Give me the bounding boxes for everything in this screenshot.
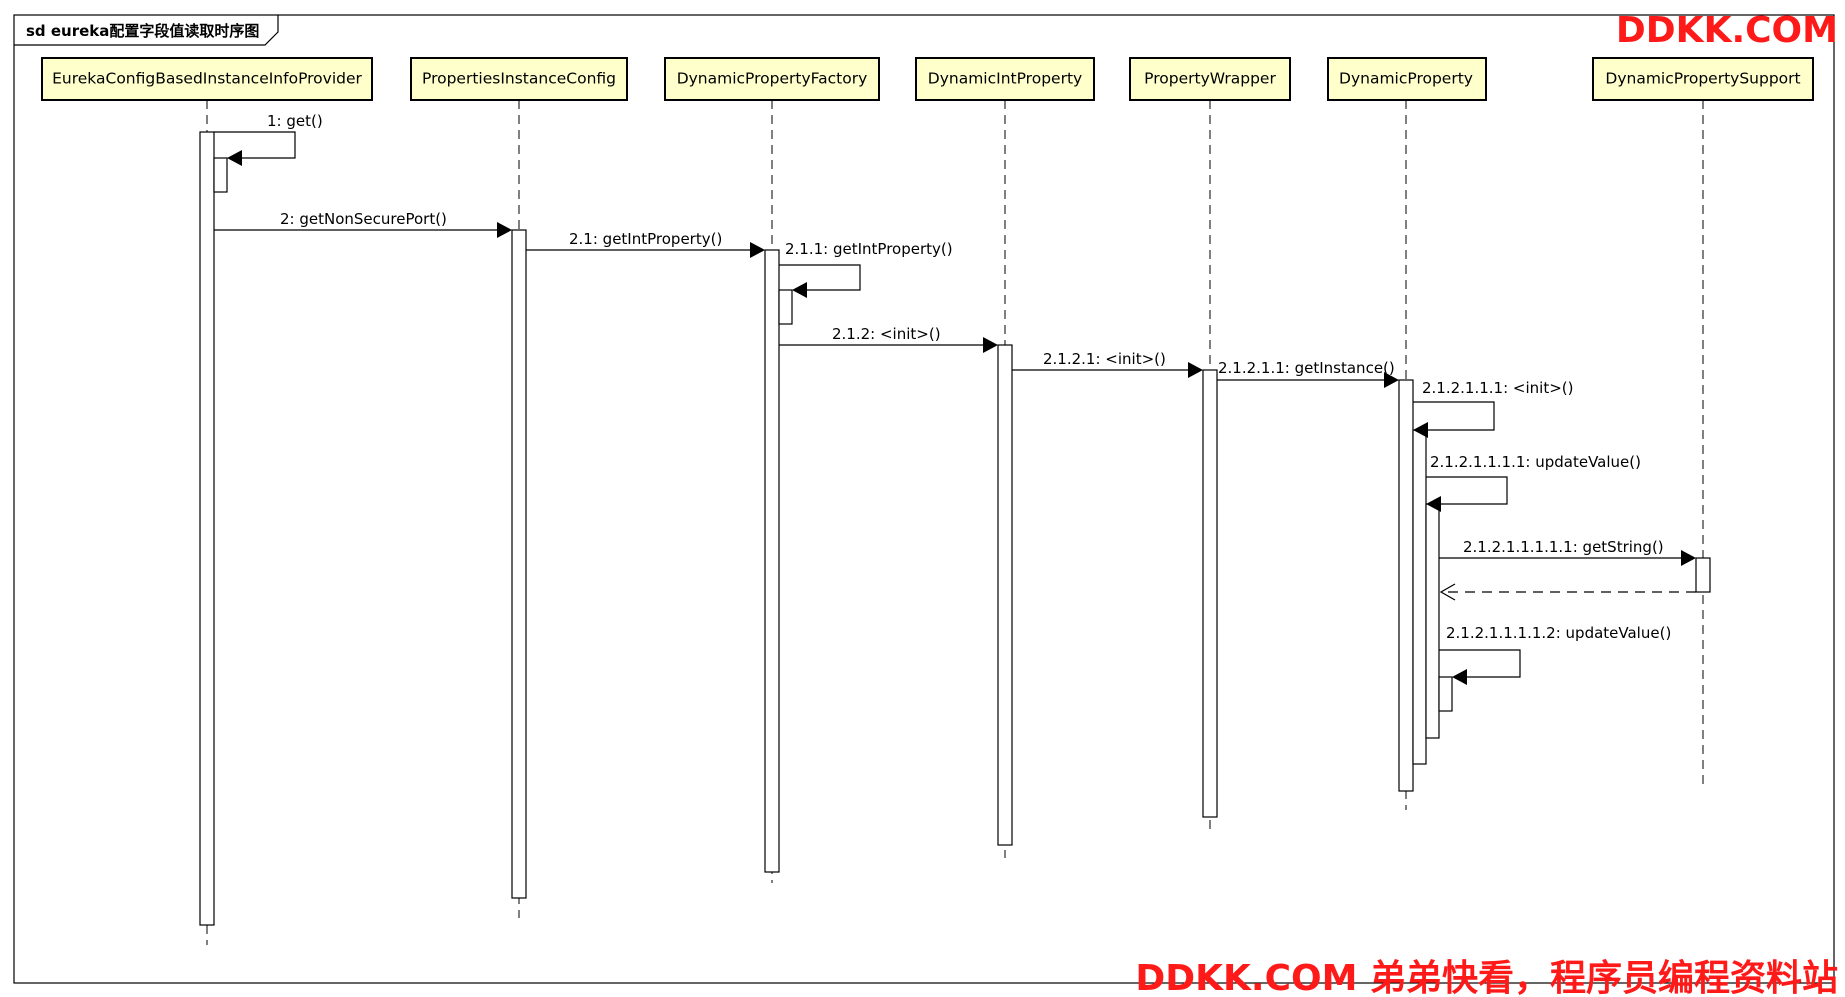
message-2-1-2-1-1-1-1-2: 2.1.2.1.1.1.1.2: updateValue() (1439, 624, 1671, 685)
lifeline-box-eureka[interactable] (41, 57, 373, 101)
activation-props (511, 229, 527, 899)
activation-factory (764, 249, 780, 873)
lifeline-label-wrapper: PropertyWrapper (1144, 70, 1276, 88)
message-return (1439, 583, 1696, 601)
lifeline-intprop: DynamicIntProperty (915, 57, 1095, 858)
activation-wrapper (1202, 369, 1218, 818)
lifeline-label-support: DynamicPropertySupport (1605, 70, 1800, 88)
lifeline-dynprop: DynamicProperty (1327, 57, 1487, 810)
lifeline-label-factory: DynamicPropertyFactory (677, 70, 868, 88)
message-label: 2.1.2.1.1.1.1: updateValue() (1430, 453, 1641, 471)
lifeline-box-props[interactable] (410, 57, 628, 101)
activation-dynprop-init (1412, 429, 1427, 765)
message-2-1-2-1-1-1-1-1: 2.1.2.1.1.1.1.1: getString() (1439, 538, 1696, 566)
lifeline-box-wrapper[interactable] (1129, 57, 1291, 101)
activation-factory-getintproperty (778, 289, 793, 325)
lifeline-box-support[interactable] (1592, 57, 1814, 101)
activation-intprop (997, 344, 1013, 846)
message-label: 2.1.2.1.1.1: <init>() (1422, 379, 1574, 397)
message-label: 2.1.2: <init>() (832, 325, 941, 343)
activations (199, 131, 1711, 926)
message-1: 1: get() (214, 112, 323, 166)
lifelines: EurekaConfigBasedInstanceInfoProvider Pr… (41, 57, 1814, 945)
lifeline-box-dynprop[interactable] (1327, 57, 1487, 101)
lifeline-props: PropertiesInstanceConfig (410, 57, 628, 918)
diagram-frame: sd eureka配置字段值读取时序图 (13, 14, 1835, 984)
message-2-1-2-1-1: 2.1.2.1.1: getInstance() (1217, 359, 1399, 388)
lifeline-support: DynamicPropertySupport (1592, 57, 1814, 786)
message-2-1-1: 2.1.1: getIntProperty() (779, 240, 953, 298)
message-label: 2.1.2.1.1: getInstance() (1218, 359, 1395, 377)
activation-dynprop-updatevalue (1425, 503, 1440, 739)
watermark-top: DDKK.COM (1616, 10, 1838, 51)
message-label: 2.1.2.1.1.1.1.1: getString() (1463, 538, 1664, 556)
message-2-1-2-1-1-1-1: 2.1.2.1.1.1.1: updateValue() (1426, 453, 1641, 512)
lifeline-box-factory[interactable] (664, 57, 880, 101)
messages: 1: get() 2: getNonSecurePort() 2.1: getI… (214, 112, 1696, 685)
frame-title: sd eureka配置字段值读取时序图 (26, 22, 259, 40)
message-2-1-2-1-1-1: 2.1.2.1.1.1: <init>() (1413, 379, 1574, 438)
activation-support (1695, 557, 1711, 593)
message-label: 2.1.2.1.1.1.1.2: updateValue() (1446, 624, 1671, 642)
lifeline-label-props: PropertiesInstanceConfig (422, 70, 616, 88)
lifeline-label-intprop: DynamicIntProperty (928, 70, 1082, 88)
message-label: 2.1: getIntProperty() (569, 230, 722, 248)
lifeline-label-dynprop: DynamicProperty (1339, 70, 1473, 88)
message-2: 2: getNonSecurePort() (214, 210, 512, 238)
message-label: 2: getNonSecurePort() (280, 210, 447, 228)
message-2-1-2-1: 2.1.2.1: <init>() (1012, 350, 1203, 378)
activation-eureka (199, 131, 215, 926)
lifeline-label-eureka: EurekaConfigBasedInstanceInfoProvider (52, 70, 362, 88)
message-label: 2.1.2.1: <init>() (1043, 350, 1166, 368)
activation-eureka-get (213, 157, 228, 193)
message-label: 2.1.1: getIntProperty() (785, 240, 953, 258)
message-2-1-2: 2.1.2: <init>() (779, 325, 998, 353)
activation-dynprop (1398, 379, 1414, 792)
lifeline-box-intprop[interactable] (915, 57, 1095, 101)
message-label: 1: get() (267, 112, 323, 130)
activation-dynprop-updatevalue-2 (1438, 676, 1453, 712)
watermark-bottom: DDKK.COM 弟弟快看，程序员编程资料站 (1135, 958, 1838, 997)
message-2-1: 2.1: getIntProperty() (526, 230, 765, 258)
lifeline-eureka: EurekaConfigBasedInstanceInfoProvider (41, 57, 373, 945)
lifeline-wrapper: PropertyWrapper (1129, 57, 1291, 833)
